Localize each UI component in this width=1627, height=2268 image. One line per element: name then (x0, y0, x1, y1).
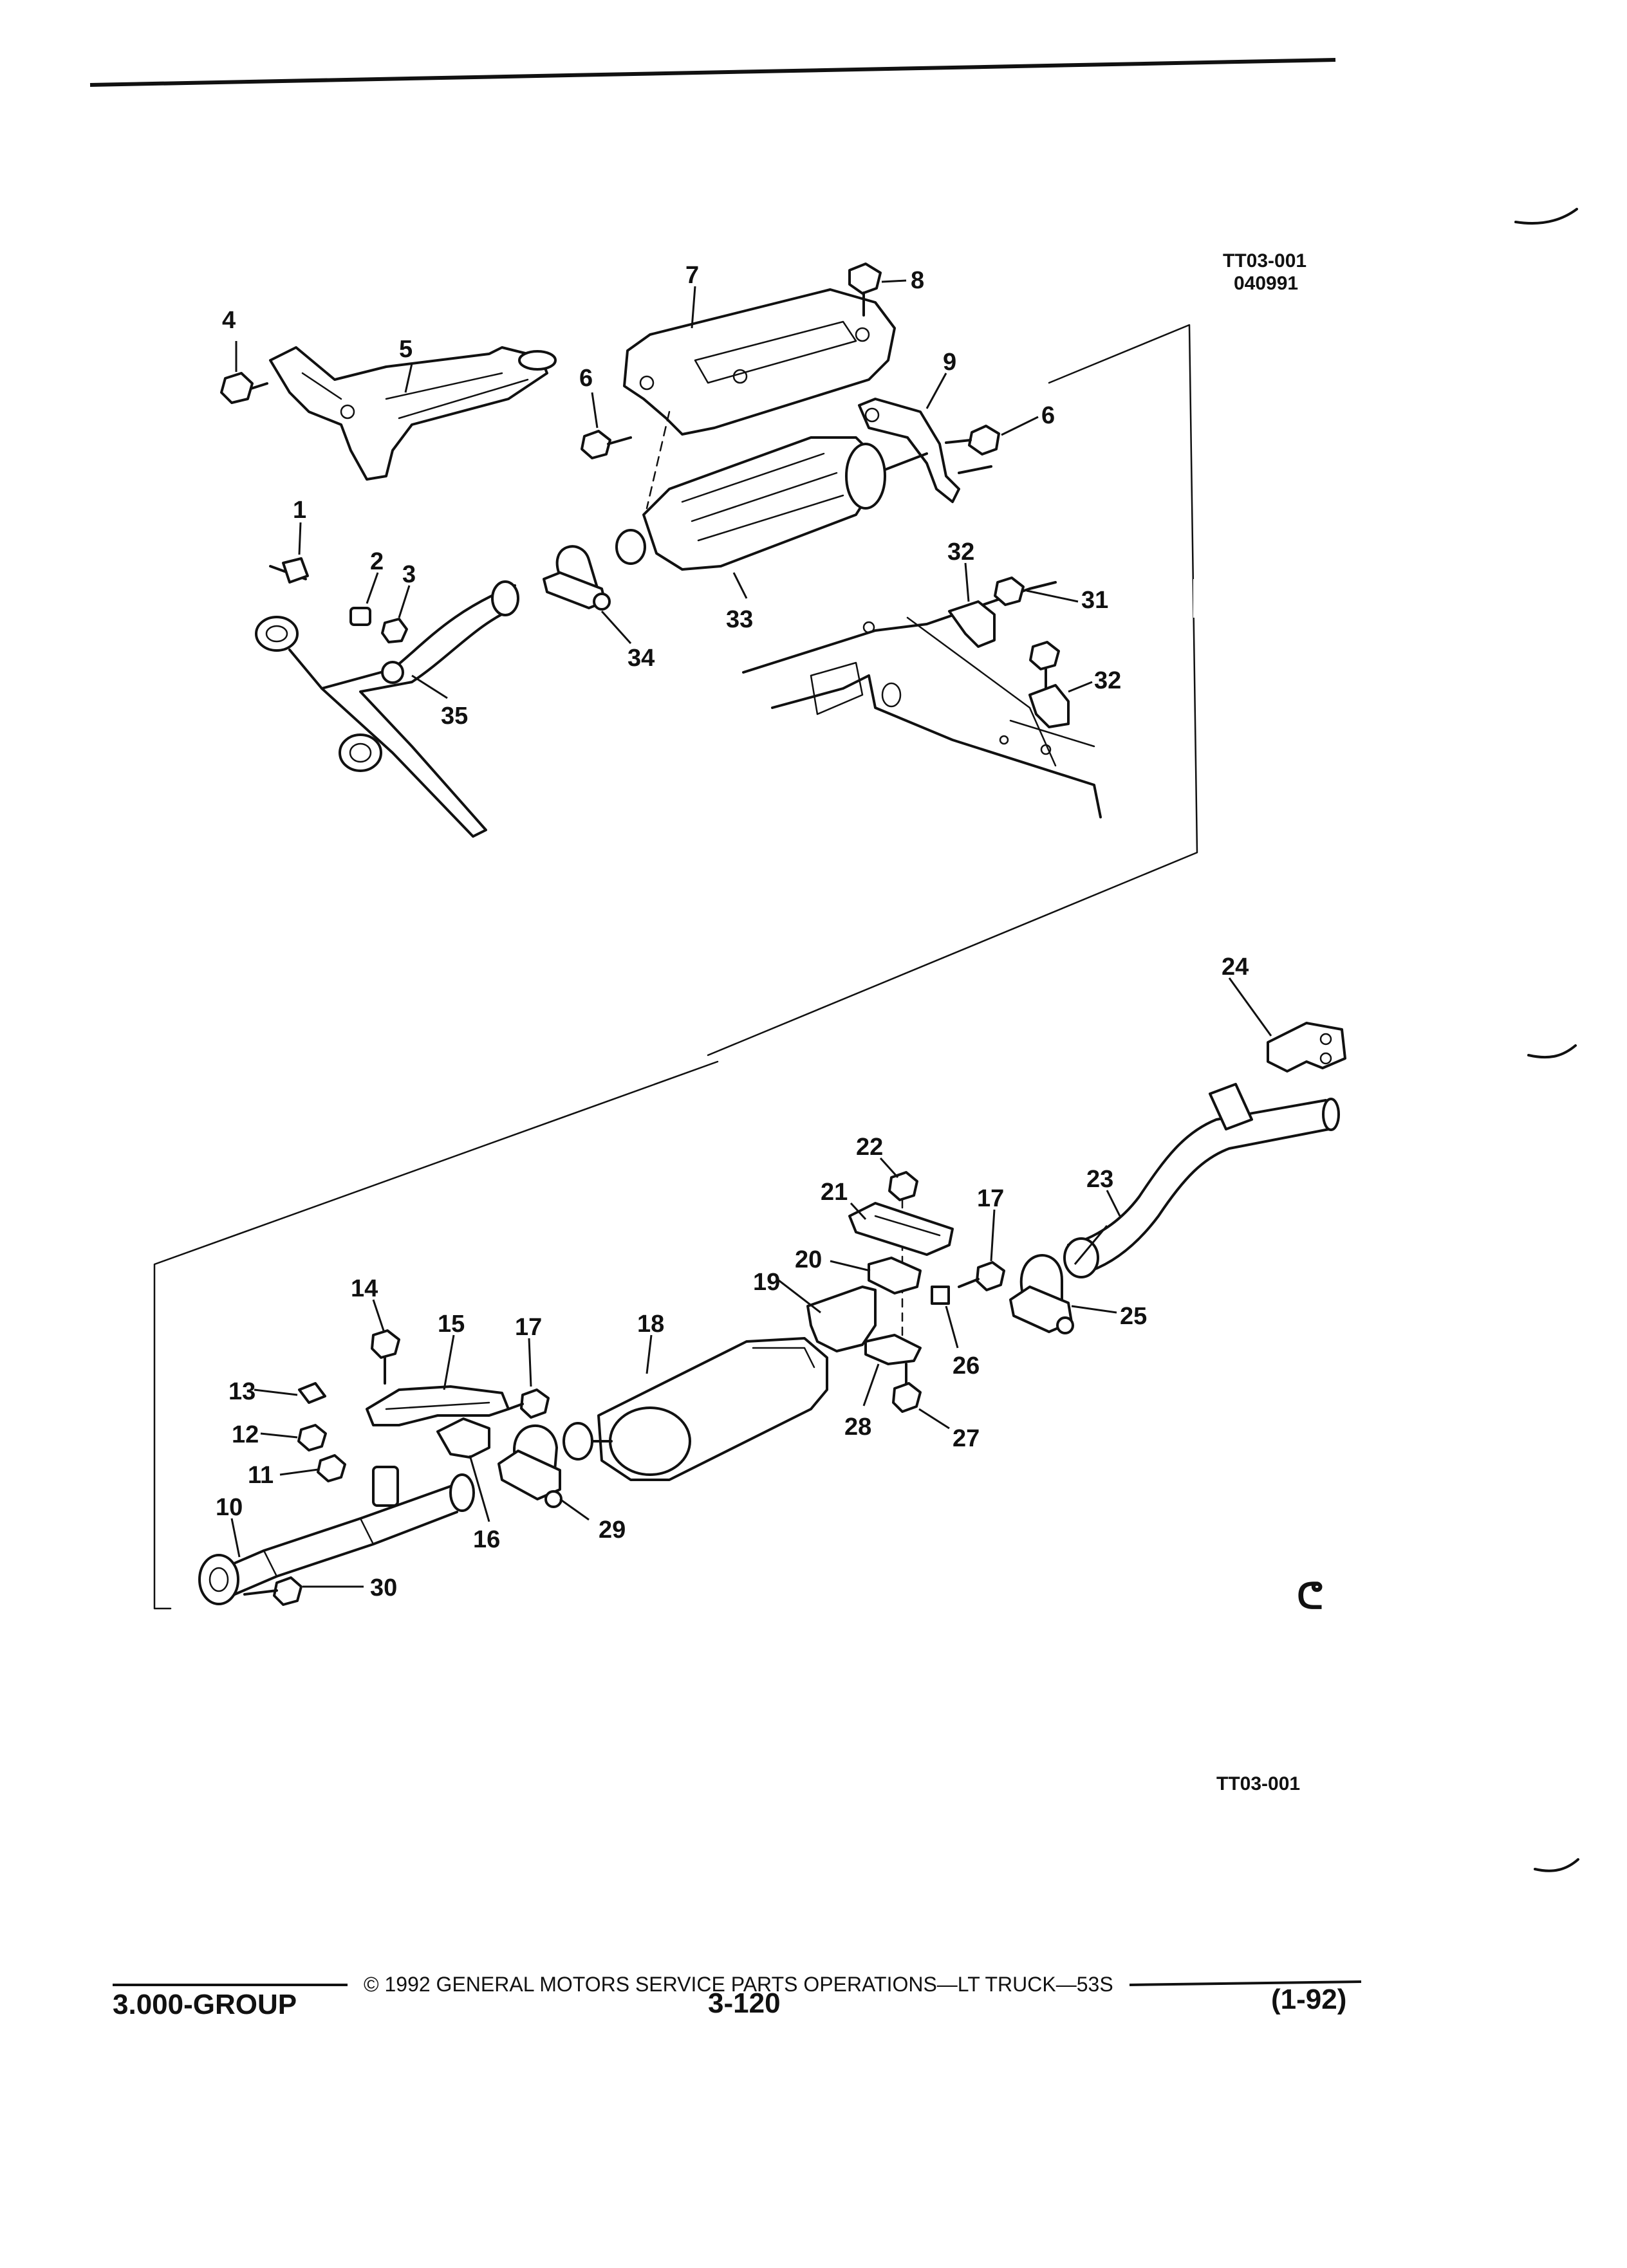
service-mark: ᕦ (1297, 1576, 1323, 1616)
callout-15: 15 (438, 1311, 465, 1338)
figure-ref-code-bottom: TT03-001 (1216, 1773, 1300, 1794)
callout-25: 25 (1120, 1303, 1147, 1330)
callout-35: 35 (441, 703, 468, 730)
footer-rule-right (1129, 1980, 1362, 1986)
callout-30: 30 (370, 1574, 397, 1601)
hanger-21 (848, 1202, 954, 1256)
bracket-19 (806, 1286, 877, 1352)
callout-11: 11 (248, 1462, 274, 1489)
spacer-26 (931, 1286, 950, 1305)
callout-14: 14 (351, 1275, 378, 1302)
bolt-14 (371, 1329, 400, 1385)
u-bolt-clamp-29 (497, 1424, 562, 1508)
lower-panel-outline (153, 1060, 719, 1610)
margin-mark-bottom (1534, 1858, 1579, 1872)
bracket-16 (436, 1417, 490, 1459)
u-bolt-clamp-34 (543, 545, 611, 611)
callout-10: 10 (216, 1494, 243, 1521)
bolt-8 (848, 263, 882, 317)
clip-32-upper (948, 600, 996, 648)
bracket-5 (269, 346, 557, 481)
upper-panel-outline (707, 324, 1198, 1056)
u-bolt-clamp-25 (1009, 1254, 1074, 1334)
callout-2: 2 (370, 548, 384, 575)
callout-17-left: 17 (515, 1314, 542, 1341)
callout-28: 28 (844, 1414, 871, 1441)
nut-12 (297, 1424, 327, 1452)
callout-31: 31 (1081, 587, 1108, 614)
figure-ref-code: TT03-001 (1223, 250, 1306, 272)
callout-18: 18 (637, 1311, 664, 1338)
callout-34: 34 (628, 645, 655, 672)
callout-26: 26 (953, 1352, 980, 1379)
callout-32-lower: 32 (1094, 667, 1121, 694)
callout-3: 3 (402, 561, 416, 588)
bolt-17-right (958, 1261, 1005, 1291)
tailpipe-23 (1063, 1083, 1340, 1278)
hanger-15 (366, 1385, 510, 1426)
leader-lines (230, 279, 1272, 1588)
callout-12: 12 (232, 1421, 259, 1448)
catalytic-converter-33 (615, 436, 928, 571)
insulator-20 (868, 1257, 922, 1295)
footer-copyright: © 1992 GENERAL MOTORS SERVICE PARTS OPER… (364, 1973, 1113, 1996)
bolt-4 (220, 372, 268, 404)
callout-29: 29 (599, 1517, 626, 1544)
washer-13 (298, 1382, 326, 1404)
callout-6-right: 6 (1041, 402, 1055, 429)
callout-4: 4 (222, 307, 236, 334)
muffler-18 (562, 1337, 828, 1481)
callout-labels: 4 5 6 7 8 9 6 1 2 3 35 33 34 32 31 32 24… (216, 262, 1249, 1601)
header-rule (89, 58, 1336, 87)
callout-21: 21 (821, 1179, 848, 1206)
callout-5: 5 (399, 336, 413, 363)
nut-3 (381, 618, 408, 643)
callout-32-upper: 32 (947, 539, 974, 566)
hanger-bracket-9 (858, 398, 992, 503)
bolt-31 (994, 576, 1060, 696)
bolt-6-right (945, 425, 1000, 456)
callout-1: 1 (293, 497, 306, 524)
bolt-27 (892, 1363, 922, 1413)
callout-22: 22 (856, 1134, 883, 1161)
callout-16: 16 (473, 1526, 500, 1553)
bolt-30 (243, 1576, 302, 1606)
exhaust-pipe-35 (255, 580, 519, 838)
callout-6-left: 6 (579, 365, 593, 392)
callout-23: 23 (1086, 1166, 1113, 1193)
callout-24: 24 (1222, 954, 1249, 981)
callout-19: 19 (753, 1269, 780, 1296)
bolt-17-left (507, 1388, 550, 1419)
clip-32-lower (1028, 684, 1070, 755)
nut-11 (317, 1454, 346, 1482)
frame-rail (742, 581, 1102, 818)
callout-17-right: 17 (977, 1185, 1004, 1212)
margin-mark-top (1514, 208, 1578, 225)
callout-7: 7 (685, 262, 699, 289)
footer-revision: (1-92) (1271, 1984, 1346, 2015)
pipe-10 (198, 1466, 475, 1605)
callout-20: 20 (795, 1246, 822, 1273)
callout-27: 27 (953, 1425, 980, 1452)
bolt-6-left (581, 430, 632, 459)
stud-1 (269, 557, 309, 584)
callout-8: 8 (911, 267, 924, 294)
margin-mark-middle (1527, 1044, 1577, 1059)
callout-33: 33 (726, 606, 753, 633)
plate-28 (864, 1334, 922, 1365)
footer-group: 3.000-GROUP (113, 1989, 297, 2020)
bracket-24 (1267, 1022, 1346, 1073)
footer-page-number: 3-120 (708, 1987, 781, 2019)
figure-ref-date: 040991 (1234, 273, 1298, 294)
spring-2 (349, 607, 371, 626)
callout-9: 9 (943, 349, 956, 376)
callout-13: 13 (228, 1378, 256, 1405)
